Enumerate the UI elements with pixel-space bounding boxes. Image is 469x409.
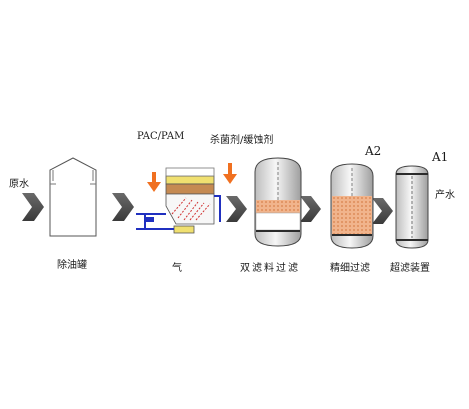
product-water-label: 产水 <box>435 190 455 201</box>
ultrafilter-label: 超滤装置 <box>390 263 430 274</box>
flow-arrow-5 <box>372 198 393 224</box>
flow-arrow-2 <box>112 193 134 221</box>
chemicals-dosing-arrow <box>223 163 237 184</box>
pac-pam-label: PAC/PAM <box>137 131 185 142</box>
flow-arrow-4 <box>300 196 321 222</box>
a2-label: A2 <box>365 144 382 158</box>
chemicals-label: 杀菌剂/缓蚀剂 <box>210 135 274 146</box>
fine-filter-label: 精细过滤 <box>330 263 370 274</box>
raw-water-label: 原水 <box>9 179 29 190</box>
flotation-unit <box>136 167 221 234</box>
flow-arrow-3 <box>226 196 247 222</box>
ultrafiltration-unit <box>395 165 429 249</box>
fine-filter <box>330 163 374 249</box>
oil-tank-label: 除油罐 <box>57 260 87 271</box>
a1-label: A1 <box>432 150 449 164</box>
flow-arrow-1 <box>22 193 44 221</box>
double-filter-label: 双滤料过滤 <box>240 263 300 274</box>
air-label: 气 <box>172 263 182 274</box>
pac-pam-dosing-arrow <box>147 172 161 192</box>
double-media-filter <box>254 157 302 247</box>
oil-removal-tank <box>49 157 97 237</box>
